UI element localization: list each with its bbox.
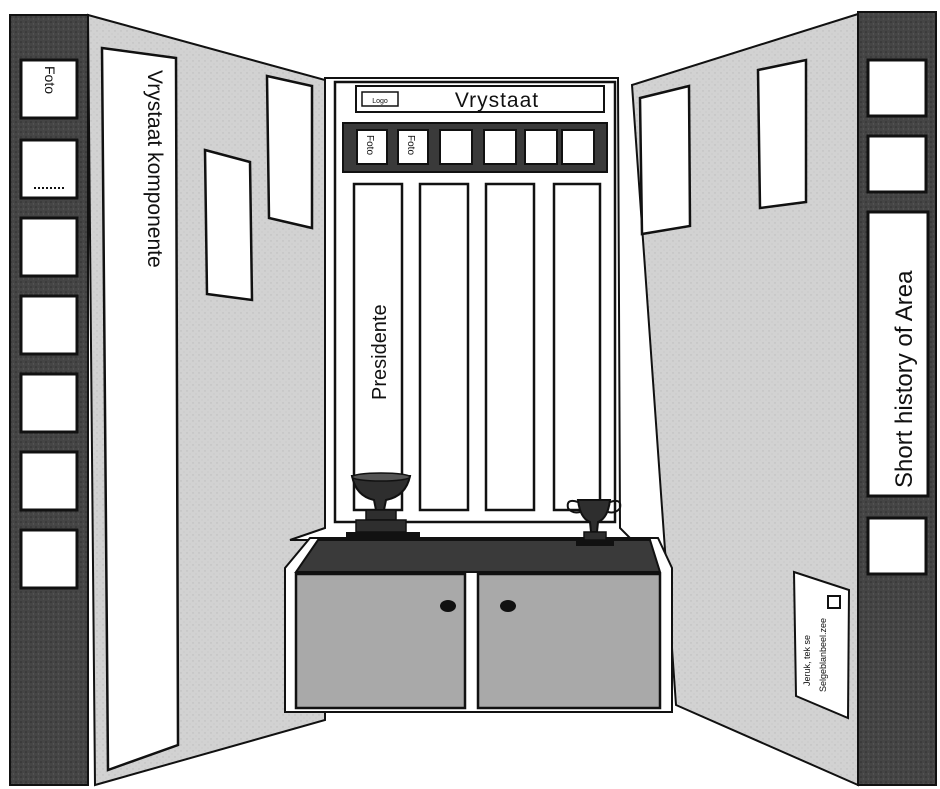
right-strip-frame-1 <box>868 60 926 116</box>
tall-panel-4 <box>554 184 600 510</box>
top-frame-5 <box>525 130 557 164</box>
left-wall-frame-1 <box>267 76 312 228</box>
top-frame-4 <box>484 130 516 164</box>
right-strip-frame-2 <box>868 136 926 192</box>
top-frame-2-label: Foto <box>405 135 416 155</box>
left-strip-frame-5 <box>21 374 77 432</box>
left-wing: Vrystaat komponente Foto <box>10 15 325 785</box>
tall-panel-2 <box>420 184 468 510</box>
center-panel: Logo Vrystaat Foto Foto Presidente <box>290 78 632 540</box>
cabinet-knob-right <box>500 600 516 612</box>
right-banner-text: Short history of Area <box>891 270 918 488</box>
cabinet-door-right <box>478 574 660 708</box>
cabinet-door-left <box>296 574 465 708</box>
left-strip-frame-1-label: Foto <box>42 66 58 94</box>
header-logo-tag-text: Logo <box>372 98 388 105</box>
tall-panel-1-label: Presidente <box>369 304 391 400</box>
right-strip-frame-3 <box>868 518 926 574</box>
right-wall-frame-2 <box>758 60 806 208</box>
top-frame-3 <box>440 130 472 164</box>
top-frame-6 <box>562 130 594 164</box>
top-frame-1-label: Foto <box>364 135 375 155</box>
left-strip-frame-3 <box>21 218 77 276</box>
left-wall-frame-2 <box>205 150 252 300</box>
left-strip-frame-2 <box>21 140 77 198</box>
right-wall-frame-1 <box>640 86 690 234</box>
cabinet-knob-left <box>440 600 456 612</box>
tall-panel-3 <box>486 184 534 510</box>
left-strip-frame-4 <box>21 296 77 354</box>
left-strip-frame-6 <box>21 452 77 510</box>
right-wall-sign-line2: Selgeblanbeel.zee <box>818 618 828 692</box>
cabinet <box>285 538 672 712</box>
right-wing: Short history of Area Jeruk, tek se Selg… <box>632 12 936 785</box>
right-wall-sign-line1: Jeruk, tek se <box>802 635 812 686</box>
left-banner-text: Vrystaat komponente <box>143 70 166 268</box>
header-title: Vrystaat <box>455 89 539 112</box>
left-strip-frame-7 <box>21 530 77 588</box>
